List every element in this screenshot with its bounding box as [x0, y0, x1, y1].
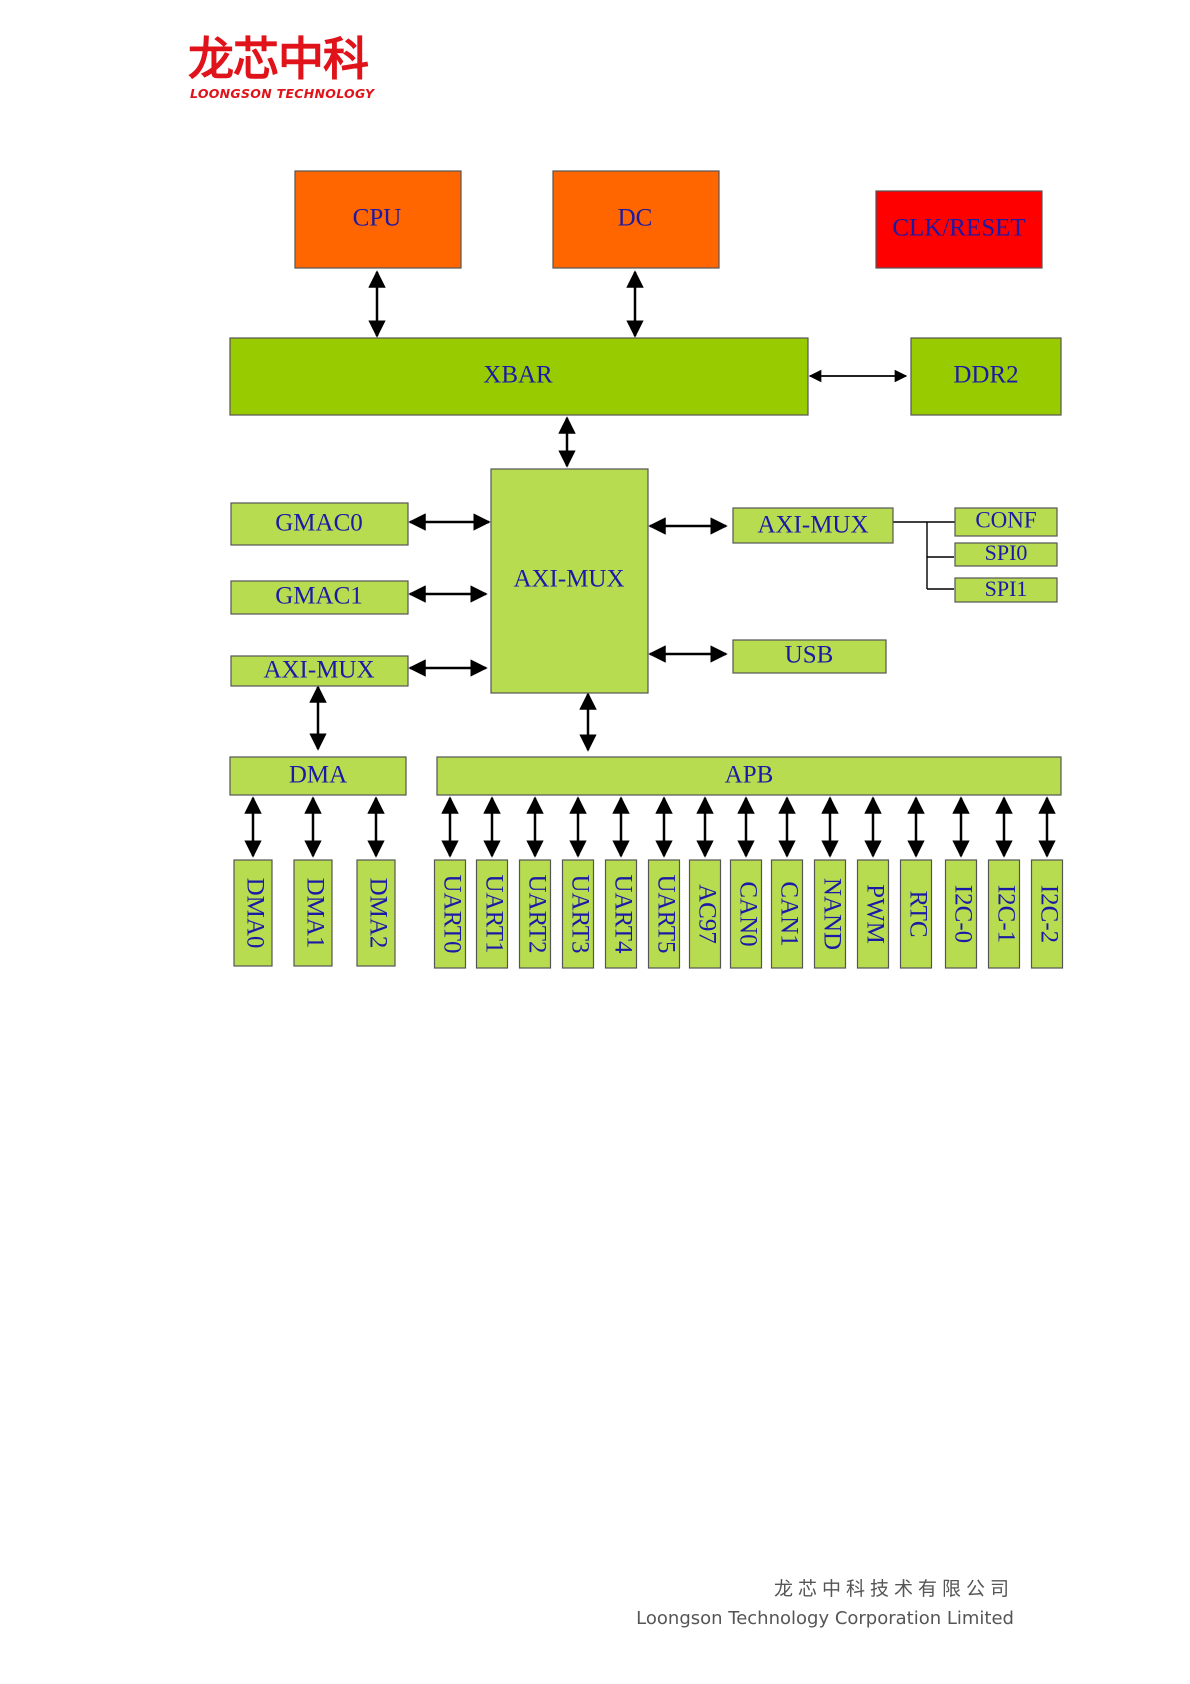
- uart4-block: [604, 859, 638, 969]
- spi0-block: [954, 542, 1058, 567]
- i2c-1-label: I2C-1: [992, 885, 1019, 943]
- clk-reset-label: CLK/RESET: [892, 215, 1025, 242]
- uart0-label: UART0: [438, 874, 465, 953]
- uart3-block: [561, 859, 595, 969]
- pwm-block: [856, 859, 890, 969]
- dma2-label: DMA2: [364, 878, 391, 949]
- xbar-label: XBAR: [483, 362, 553, 389]
- dc-block: [552, 170, 720, 269]
- uart1-label: UART1: [480, 874, 507, 953]
- connector-tree-conf-spi: [893, 521, 955, 590]
- can1-label: CAN1: [775, 881, 802, 946]
- company-logo-en: LOONGSON TECHNOLOGY: [190, 86, 375, 101]
- i2c-2-label: I2C-2: [1035, 885, 1062, 943]
- axi-mux-left-block: [230, 655, 409, 687]
- gmac0-block: [230, 502, 409, 546]
- footer-company-en: Loongson Technology Corporation Limited: [636, 1608, 1014, 1629]
- rtc-block: [899, 859, 933, 969]
- uart2-label: UART2: [523, 874, 550, 953]
- company-logo-cn: 龙芯中科: [188, 32, 369, 86]
- usb-label: USB: [785, 642, 834, 669]
- spi1-block: [954, 577, 1058, 603]
- i2c-2-block: [1030, 859, 1064, 969]
- rtc-label: RTC: [904, 890, 931, 937]
- ac97-block: [688, 859, 722, 969]
- uart5-label: UART5: [652, 874, 679, 953]
- clk-reset-block: [875, 190, 1043, 269]
- usb-block: [732, 639, 887, 674]
- apb-label: APB: [725, 762, 774, 789]
- dma0-label: DMA0: [241, 878, 268, 949]
- ddr2-label: DDR2: [953, 362, 1018, 389]
- axi-mux-right-label: AXI-MUX: [757, 512, 868, 539]
- spi0-label: SPI0: [985, 540, 1028, 565]
- dma0-block: [233, 859, 273, 967]
- gmac1-block: [230, 580, 409, 615]
- uart3-label: UART3: [566, 874, 593, 953]
- apb-peripheral-group: UART0 UART1 UART2 UART3 UART4 UART5 AC97 CAN0 CA…: [433, 796, 1064, 969]
- pwm-label: PWM: [861, 884, 888, 944]
- nand-label: NAND: [818, 878, 845, 950]
- uart1-block: [475, 859, 509, 969]
- uart2-block: [518, 859, 552, 969]
- uart5-block: [647, 859, 681, 969]
- i2c-0-label: I2C-0: [949, 885, 976, 943]
- can1-block: [770, 859, 804, 969]
- can0-block: [729, 859, 763, 969]
- dma2-block: [356, 859, 396, 967]
- xbar-block: [229, 337, 809, 416]
- dc-label: DC: [618, 205, 653, 232]
- dma1-block: [293, 859, 333, 967]
- footer-company-cn: 龙芯中科技术有限公司: [773, 1578, 1014, 1600]
- ddr2-block: [910, 337, 1062, 416]
- apb-block: [436, 756, 1062, 796]
- axi-mux-left-label: AXI-MUX: [263, 657, 374, 684]
- axi-mux-right-block: [732, 507, 894, 544]
- conf-label: CONF: [975, 507, 1036, 532]
- dma1-label: DMA1: [301, 878, 328, 949]
- gmac0-label: GMAC0: [275, 510, 363, 537]
- dma-label: DMA: [289, 762, 347, 789]
- ac97-label: AC97: [693, 884, 720, 944]
- uart4-label: UART4: [609, 874, 636, 954]
- axi-mux-main-label: AXI-MUX: [513, 566, 624, 593]
- axi-mux-main-block: [490, 468, 649, 694]
- i2c-0-block: [944, 859, 978, 969]
- spi1-label: SPI1: [985, 576, 1028, 601]
- gmac1-label: GMAC1: [275, 583, 363, 610]
- can0-label: CAN0: [734, 881, 761, 946]
- conf-block: [954, 507, 1058, 537]
- uart0-block: [433, 859, 467, 969]
- dma-block: [229, 756, 407, 796]
- dma-channel-group: DMA0 DMA1 DMA2: [233, 796, 396, 967]
- cpu-label: CPU: [353, 205, 402, 232]
- cpu-block: [294, 170, 462, 269]
- nand-block: [813, 859, 847, 969]
- i2c-1-block: [987, 859, 1021, 969]
